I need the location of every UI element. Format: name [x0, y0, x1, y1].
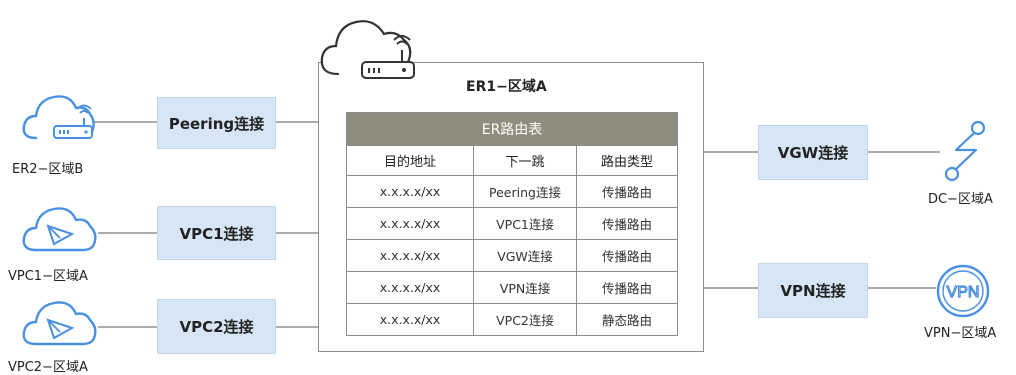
cell-route-type: 传播路由: [575, 239, 679, 272]
er2-cloud-router-icon: [22, 95, 95, 140]
cell-destination: x.x.x.x/xx: [346, 303, 474, 336]
table-row: x.x.x.x/xx Peering连接 传播路由: [346, 175, 679, 208]
cell-route-type: 传播路由: [575, 207, 679, 240]
vpc1-cloud-icon: [22, 207, 97, 252]
column-header-next-hop: 下一跳: [473, 145, 577, 176]
vpc2-cloud-icon: [22, 301, 97, 346]
vpc2-attachment-box[interactable]: VPC2连接: [157, 299, 276, 354]
er1-title: ER1−区域A: [466, 79, 547, 95]
cell-next-hop: VPN连接: [473, 271, 577, 304]
table-row: x.x.x.x/xx VPC1连接 传播路由: [346, 207, 679, 240]
cell-next-hop: VPC1连接: [473, 207, 577, 240]
vpc1-label: VPC1−区域A: [8, 269, 88, 284]
vpn-badge-text: VPN: [947, 284, 980, 301]
route-table: ER路由表 目的地址 下一跳 路由类型 x.x.x.x/xx Peering连接…: [345, 112, 679, 336]
cell-destination: x.x.x.x/xx: [346, 239, 474, 272]
cell-destination: x.x.x.x/xx: [346, 175, 474, 208]
cell-next-hop: Peering连接: [473, 175, 577, 208]
er1-cloud-router-icon: [320, 20, 415, 79]
vpn-attachment-box[interactable]: VPN连接: [758, 263, 868, 318]
cell-destination: x.x.x.x/xx: [346, 207, 474, 240]
cell-next-hop: VGW连接: [473, 239, 577, 272]
vpc2-label: VPC2−区域A: [8, 360, 88, 375]
route-table-caption: ER路由表: [345, 112, 679, 146]
direct-connect-icon: [944, 120, 986, 182]
table-row: x.x.x.x/xx VGW连接 传播路由: [346, 239, 679, 272]
column-header-destination: 目的地址: [346, 145, 474, 176]
table-row: x.x.x.x/xx VPN连接 传播路由: [346, 271, 679, 304]
column-header-route-type: 路由类型: [575, 145, 679, 176]
table-row: x.x.x.x/xx VPC2连接 静态路由: [346, 303, 679, 336]
vpn-label: VPN−区域A: [924, 326, 997, 341]
er2-label: ER2−区域B: [12, 162, 84, 177]
dc-label: DC−区域A: [928, 192, 993, 207]
cell-destination: x.x.x.x/xx: [346, 271, 474, 304]
cell-next-hop: VPC2连接: [473, 303, 577, 336]
vpc1-attachment-box[interactable]: VPC1连接: [157, 206, 276, 260]
peering-attachment-box[interactable]: Peering连接: [157, 97, 276, 149]
cell-route-type: 传播路由: [575, 271, 679, 304]
cell-route-type: 静态路由: [575, 303, 679, 336]
vpn-icon: VPN: [936, 264, 990, 318]
cell-route-type: 传播路由: [575, 175, 679, 208]
vgw-attachment-box[interactable]: VGW连接: [758, 125, 868, 180]
